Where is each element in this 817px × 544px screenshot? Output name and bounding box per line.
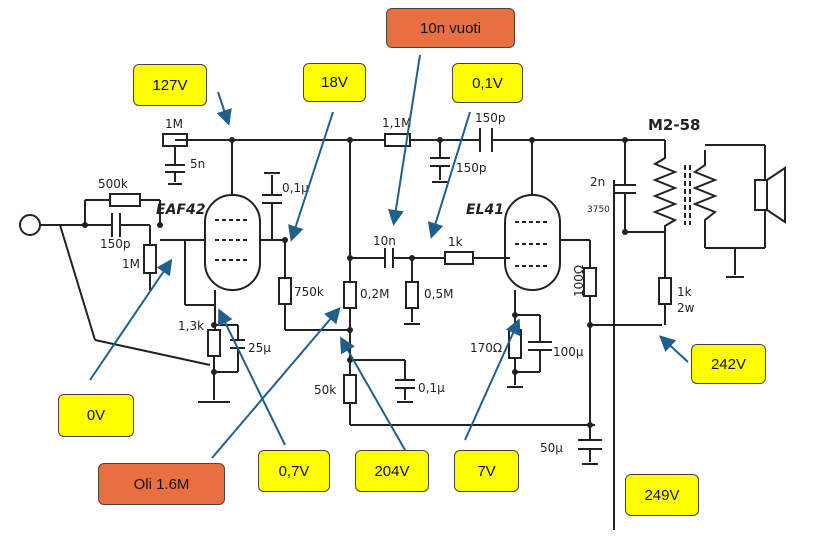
callout-127v: 127V [133,64,207,106]
label-c-150p-in: 150p [100,237,131,251]
label-r-1m-top: 1M [165,117,183,131]
label-r-1k: 1k [448,235,463,249]
callout-oli-16m: Oli 1.6M [98,463,225,505]
label-r-13k: 1,3k [178,319,204,333]
label-c-2n: 2n [590,175,605,189]
label-c-01u-b: 0,1μ [418,381,445,395]
label-r-750k: 750k [294,285,324,299]
callout-10n-vuoti: 10n vuoti [386,8,515,48]
label-r-500k: 500k [98,177,128,191]
label-tube-el41: EL41 [466,202,504,218]
label-c-25u: 25μ [248,341,271,355]
label-transformer-m2-58: M2-58 [648,116,700,134]
label-c-3750: 3750 [587,205,610,215]
label-r-50k: 50k [314,383,336,397]
callout-07v: 0,7V [258,450,330,492]
label-r-100: 100Ω [572,265,586,297]
callout-18v: 18V [303,63,366,102]
label-r-11m: 1,1M [382,116,411,130]
label-c-150p-b: 150p [456,161,487,175]
label-r-1m-pot: 1M [122,257,140,271]
label-r-170: 170Ω [470,341,502,355]
label-r-1k-2w-rating: 2w [677,301,695,315]
callout-249v: 249V [625,474,699,516]
callout-204v: 204V [355,450,429,492]
label-r-05m: 0,5M [424,287,453,301]
callout-0v: 0V [58,394,134,437]
label-c-150p-a: 150p [475,111,506,125]
callout-01v: 0,1V [452,63,523,103]
label-tube-eaf42: EAF42 [156,202,205,218]
label-c-5n: 5n [190,157,205,171]
label-c-100u: 100μ [553,345,584,359]
label-c-01u-a: 0,1μ [282,181,309,195]
label-r-02m: 0,2M [360,287,389,301]
label-r-1k-2w-value: 1k [677,285,692,299]
callout-7v: 7V [454,450,519,492]
label-c-50u: 50μ [540,441,563,455]
label-c-10n: 10n [373,234,396,248]
callout-242v: 242V [691,344,766,384]
